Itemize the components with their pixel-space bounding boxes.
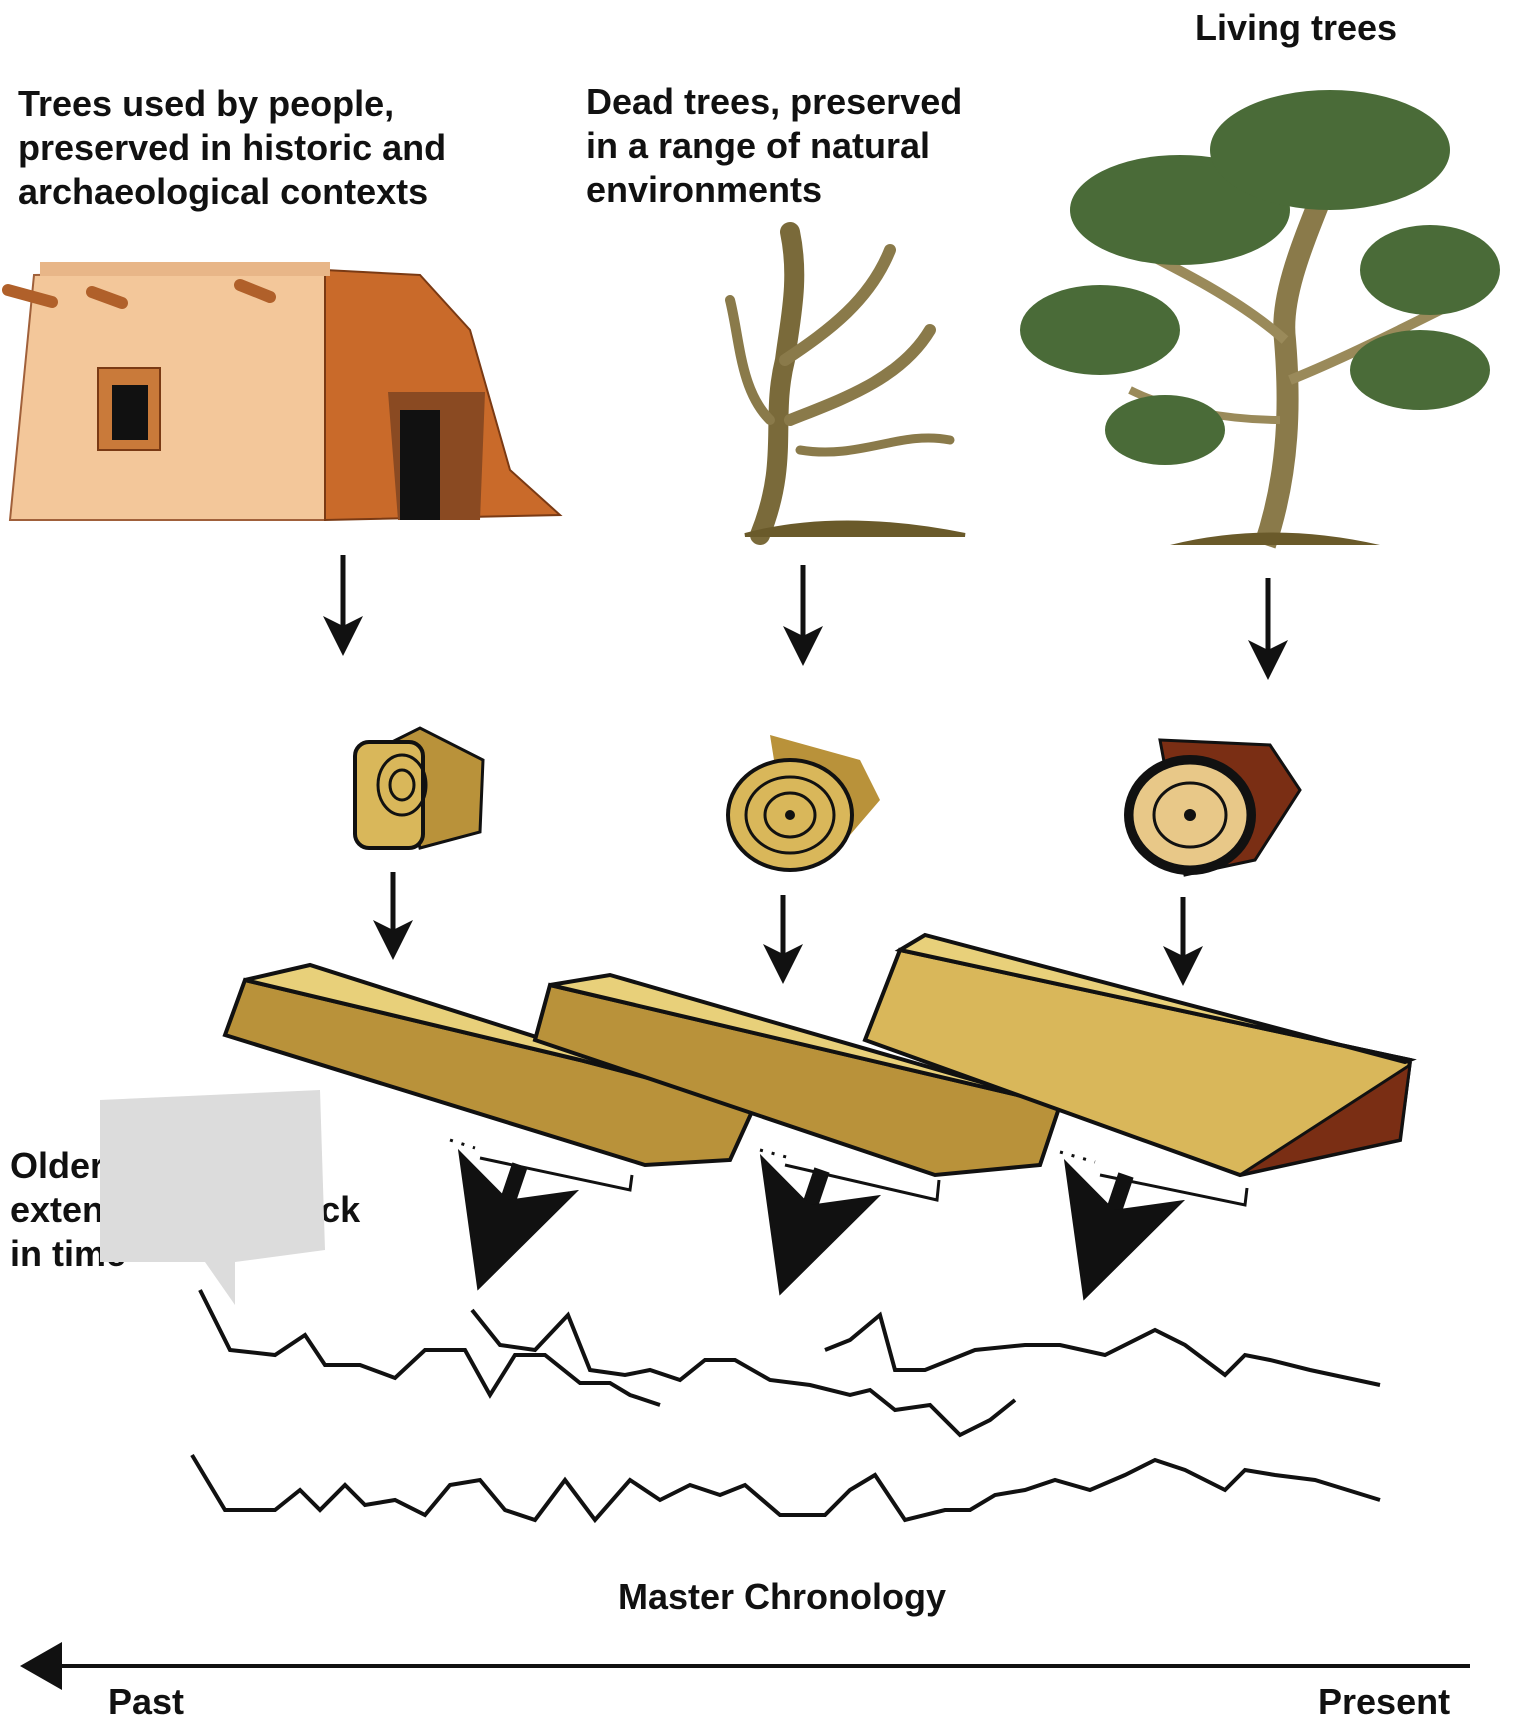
timeline-arrow [20,1642,1470,1690]
beam-living-tree [862,932,1417,1178]
bark-log-icon [1124,738,1302,877]
series-living-tree [824,1311,1381,1387]
beam-dead-tree [532,972,1063,1178]
speech-bubble-shape [100,1090,325,1305]
arrow-diag-3 [1063,1158,1186,1301]
label-dead-trees: Dead trees, preserved in a range of natu… [586,81,963,210]
label-past: Past [108,1681,185,1722]
series-dead-tree [470,1308,1017,1438]
arrow-diag-2 [759,1153,882,1296]
living-tree-icon [1020,90,1500,549]
label-master-chronology: Master Chronology [618,1576,947,1617]
adobe-house-icon [2,262,563,522]
dead-tree-icon [725,222,966,545]
series-archaeological [198,1289,661,1407]
label-trees-used-by-people: Trees used by people, preserved in histo… [18,83,447,212]
squared-beam-icon [353,726,485,850]
label-living-trees: Living trees [1195,7,1398,48]
arrow-diag-1 [457,1148,580,1291]
log-section-icon [726,735,880,872]
label-present: Present [1318,1681,1451,1722]
series-master-chronology [190,1453,1381,1524]
